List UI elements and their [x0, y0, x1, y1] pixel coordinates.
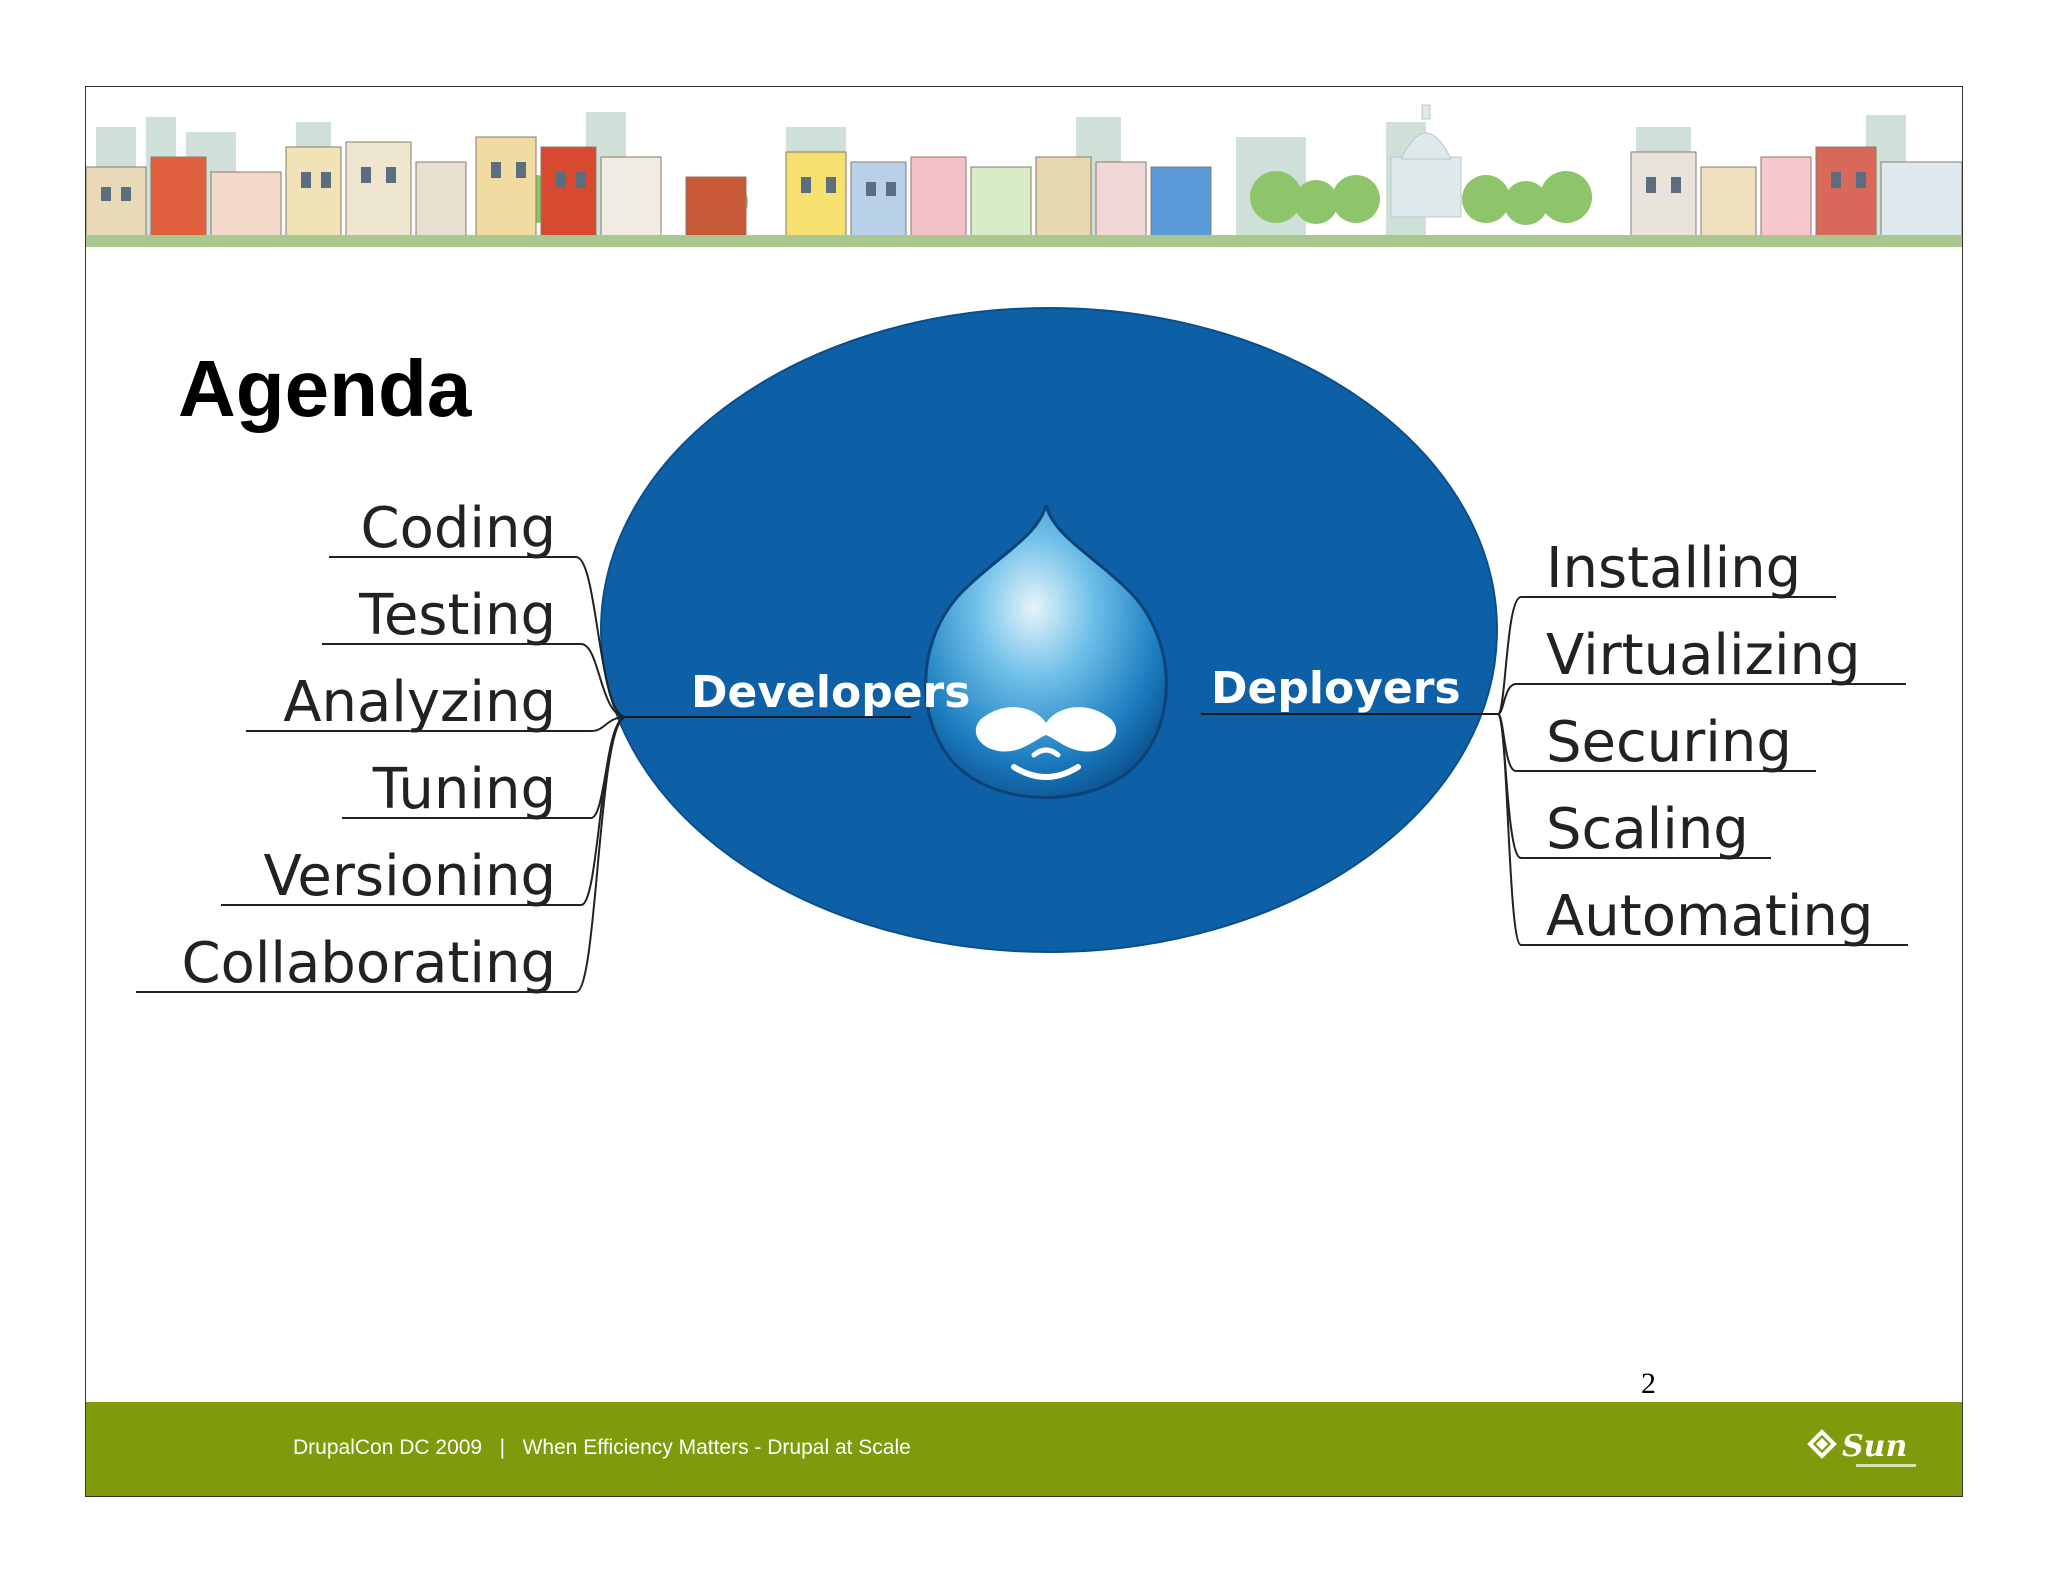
developer-connector	[580, 643, 627, 718]
sun-microsystems-logo-icon: Sun	[1807, 1429, 1916, 1467]
deployers-label: Deployers	[1211, 663, 1461, 714]
deployer-item: Automating	[1546, 884, 1873, 949]
developer-connector	[575, 716, 627, 993]
page-number: 2	[1641, 1367, 1656, 1400]
developer-connector	[590, 716, 627, 732]
deployer-item: Virtualizing	[1546, 623, 1861, 688]
sun-logo-text: Sun	[1842, 1429, 1907, 1464]
developer-item: Analyzing	[283, 670, 556, 735]
footer-bar: DrupalCon DC 2009 | When Efficiency Matt…	[86, 1402, 1962, 1496]
developer-item: Tuning	[372, 757, 556, 822]
developer-item: Collaborating	[182, 931, 557, 996]
developer-item: Coding	[360, 496, 556, 561]
agenda-mind-map: Developers Deployers Coding Testing Anal…	[136, 307, 1908, 996]
deployer-branch: Installing Virtualizing Securing Scaling…	[1497, 536, 1908, 949]
slide: Agenda Developers Deployers Coding	[85, 86, 1963, 1497]
deployer-connector	[1497, 713, 1522, 946]
slide-title: Agenda	[178, 344, 472, 433]
deployer-item: Installing	[1546, 536, 1801, 601]
drupal-drop-logo-icon	[924, 504, 1168, 799]
footer-text: DrupalCon DC 2009 | When Efficiency Matt…	[293, 1436, 911, 1459]
developer-item: Testing	[358, 583, 556, 648]
deployer-item: Securing	[1546, 710, 1792, 775]
developers-label: Developers	[691, 667, 970, 718]
deployer-connector	[1497, 683, 1517, 715]
deployer-item: Scaling	[1546, 797, 1749, 862]
developer-connector	[575, 556, 627, 718]
deployer-connector	[1497, 596, 1522, 715]
city-skyline-banner-icon	[86, 87, 1962, 247]
developer-branch: Coding Testing Analyzing Tuning Versioni…	[136, 496, 627, 996]
developer-item: Versioning	[263, 844, 556, 909]
